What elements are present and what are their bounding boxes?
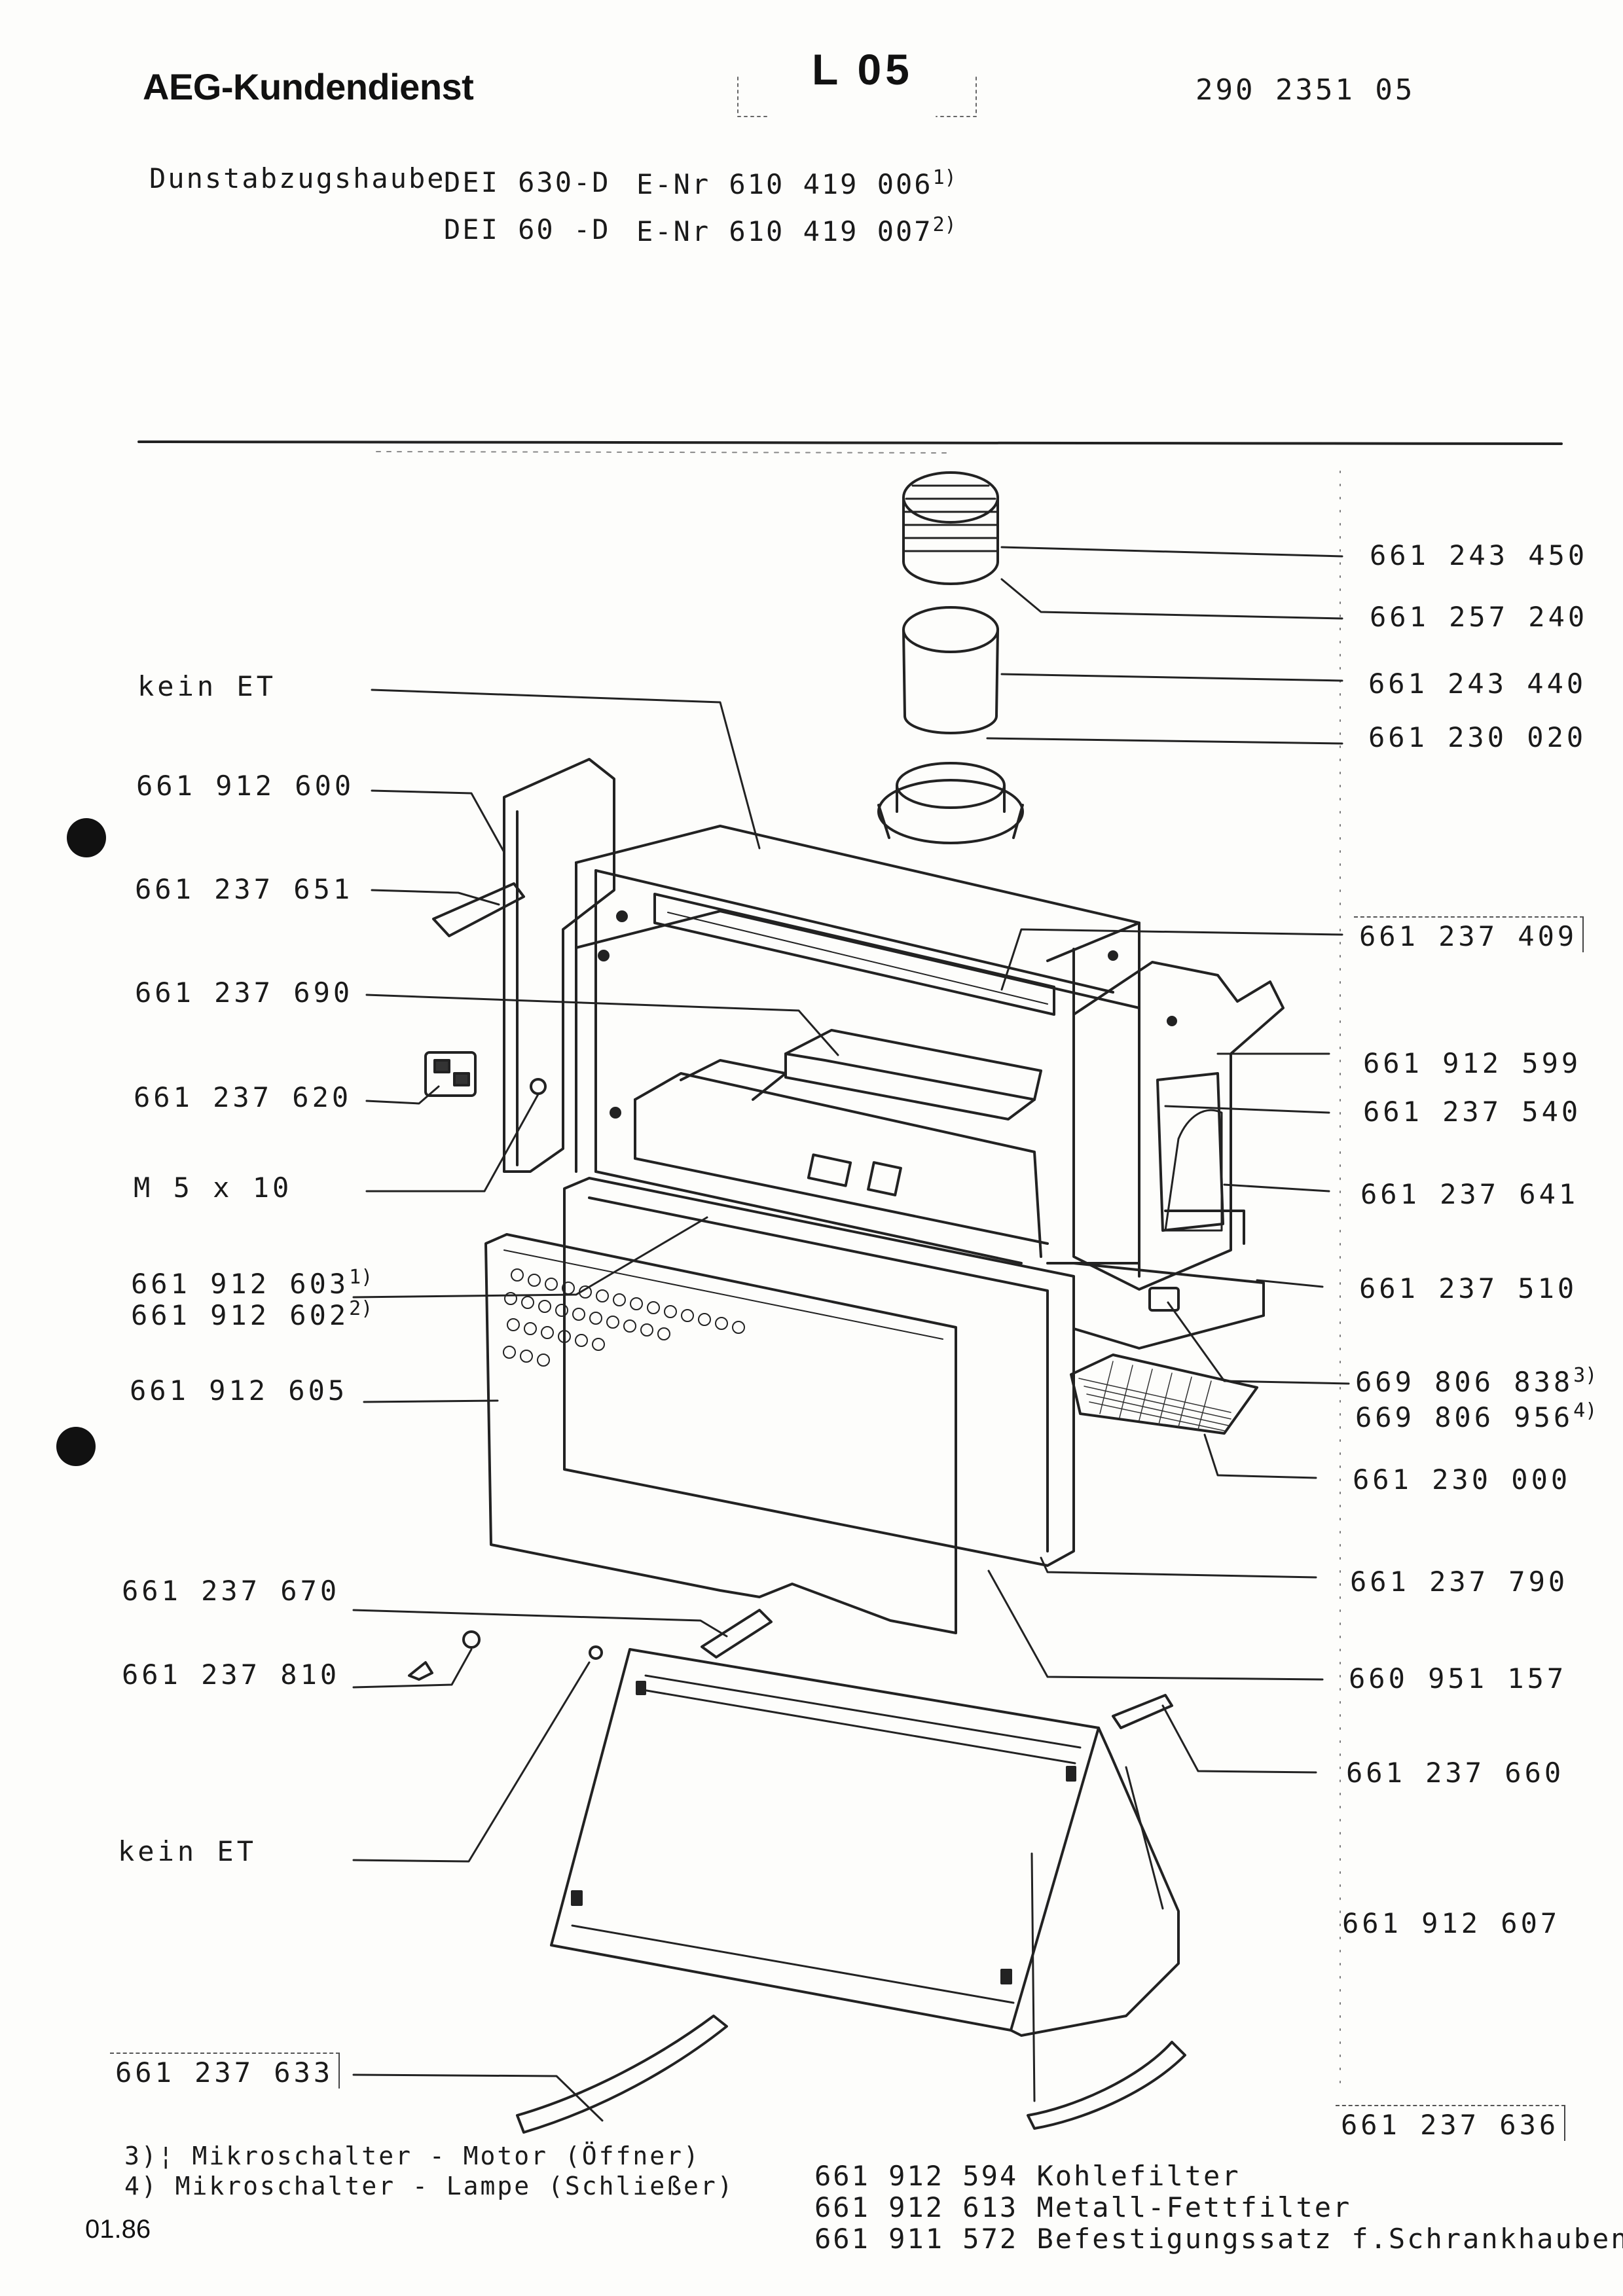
part-label: kein ET [137, 670, 277, 702]
accessory-row: 661 911 572 Befestigungssatz f.Schrankha… [814, 2223, 1623, 2255]
clip-screw [462, 1630, 481, 1649]
part-label-boxed: 661 237 409 [1354, 916, 1584, 952]
part-label: 661 237 540 [1363, 1096, 1582, 1128]
handle-upper-left [432, 882, 525, 937]
part-label: 661 243 450 [1370, 539, 1588, 571]
perforated-front-panel [484, 1233, 957, 1634]
part-label: 661 230 020 [1368, 721, 1587, 753]
accessory-row: 661 912 594 Kohlefilter [814, 2160, 1241, 2192]
micro-switch [1148, 1287, 1180, 1312]
part-label: 661 237 651 [135, 873, 354, 905]
handle-lower [701, 1609, 773, 1659]
footnote-3: 3)¦ Mikroschalter - Motor (Öffner) [124, 2142, 701, 2170]
product-name: Dunstabzugshaube [149, 162, 446, 194]
part-label: 661 912 605 [130, 1374, 348, 1407]
screw-m5 [530, 1078, 547, 1095]
part-label: 661 912 599 [1363, 1047, 1582, 1079]
part-label: 661 230 000 [1353, 1463, 1571, 1496]
duct-flange [877, 762, 1024, 844]
switch-block [424, 1051, 477, 1097]
arc-strip-left [516, 2015, 728, 2134]
part-label: 661 243 440 [1368, 668, 1587, 700]
accessory-row: 661 912 613 Metall-Fettfilter [814, 2191, 1352, 2223]
duct-grille-cylinder [902, 471, 999, 585]
handle-right [1112, 1694, 1173, 1729]
part-label: 661 912 6022) [131, 1297, 373, 1331]
part-label: 661 912 6031) [131, 1266, 373, 1300]
perforation-holes [503, 1268, 745, 1367]
part-label: 661 257 240 [1370, 601, 1588, 633]
duct-sleeve [902, 606, 999, 734]
model-1-enr: E-Nr 610 419 0061) [636, 166, 957, 200]
part-label: 661 912 600 [136, 770, 355, 802]
binder-hole-lower [56, 1427, 96, 1466]
part-label: 661 237 641 [1360, 1178, 1579, 1210]
hood-housing [503, 758, 1285, 1350]
bottom-canopy [550, 1648, 1180, 2037]
clip-left [408, 1661, 433, 1681]
part-label-boxed: 661 237 633 [110, 2053, 340, 2089]
brand-title: AEG-Kundendienst [143, 66, 474, 107]
part-label: 661 237 790 [1350, 1566, 1569, 1598]
model-1: DEI 630-D [444, 166, 611, 198]
clip-small [589, 1645, 603, 1660]
part-label: 661 237 660 [1346, 1757, 1565, 1789]
part-label: M 5 x 10 [134, 1172, 293, 1204]
part-label: 661 912 607 [1342, 1907, 1561, 1939]
binder-hole-upper [67, 818, 106, 857]
sheet-number: L 05 [812, 45, 913, 94]
part-label: 661 237 620 [134, 1081, 352, 1113]
document-number: 290 2351 05 [1195, 73, 1415, 107]
print-date: 01.86 [85, 2215, 151, 2244]
front-frame [563, 1177, 1075, 1567]
model-2-enr: E-Nr 610 419 0072) [636, 213, 957, 247]
footnote-4: 4) Mikroschalter - Lampe (Schließer) [124, 2172, 735, 2200]
arc-strip-right [1027, 2041, 1186, 2130]
part-label: 661 237 690 [135, 977, 354, 1009]
part-label: 660 951 157 [1349, 1662, 1567, 1695]
leader-lines [352, 546, 1350, 2122]
part-label: kein ET [118, 1835, 257, 1867]
part-label: 669 806 9564) [1355, 1399, 1597, 1433]
model-2: DEI 60 -D [444, 213, 611, 245]
grease-filter-grid [1070, 1354, 1258, 1435]
header-rule [137, 440, 1563, 445]
part-label: 661 237 670 [122, 1575, 340, 1607]
part-label: 669 806 8383) [1355, 1364, 1597, 1398]
part-label: 661 237 510 [1359, 1272, 1578, 1304]
part-label: 661 237 810 [122, 1659, 340, 1691]
part-label-boxed: 661 237 636 [1336, 2105, 1566, 2141]
